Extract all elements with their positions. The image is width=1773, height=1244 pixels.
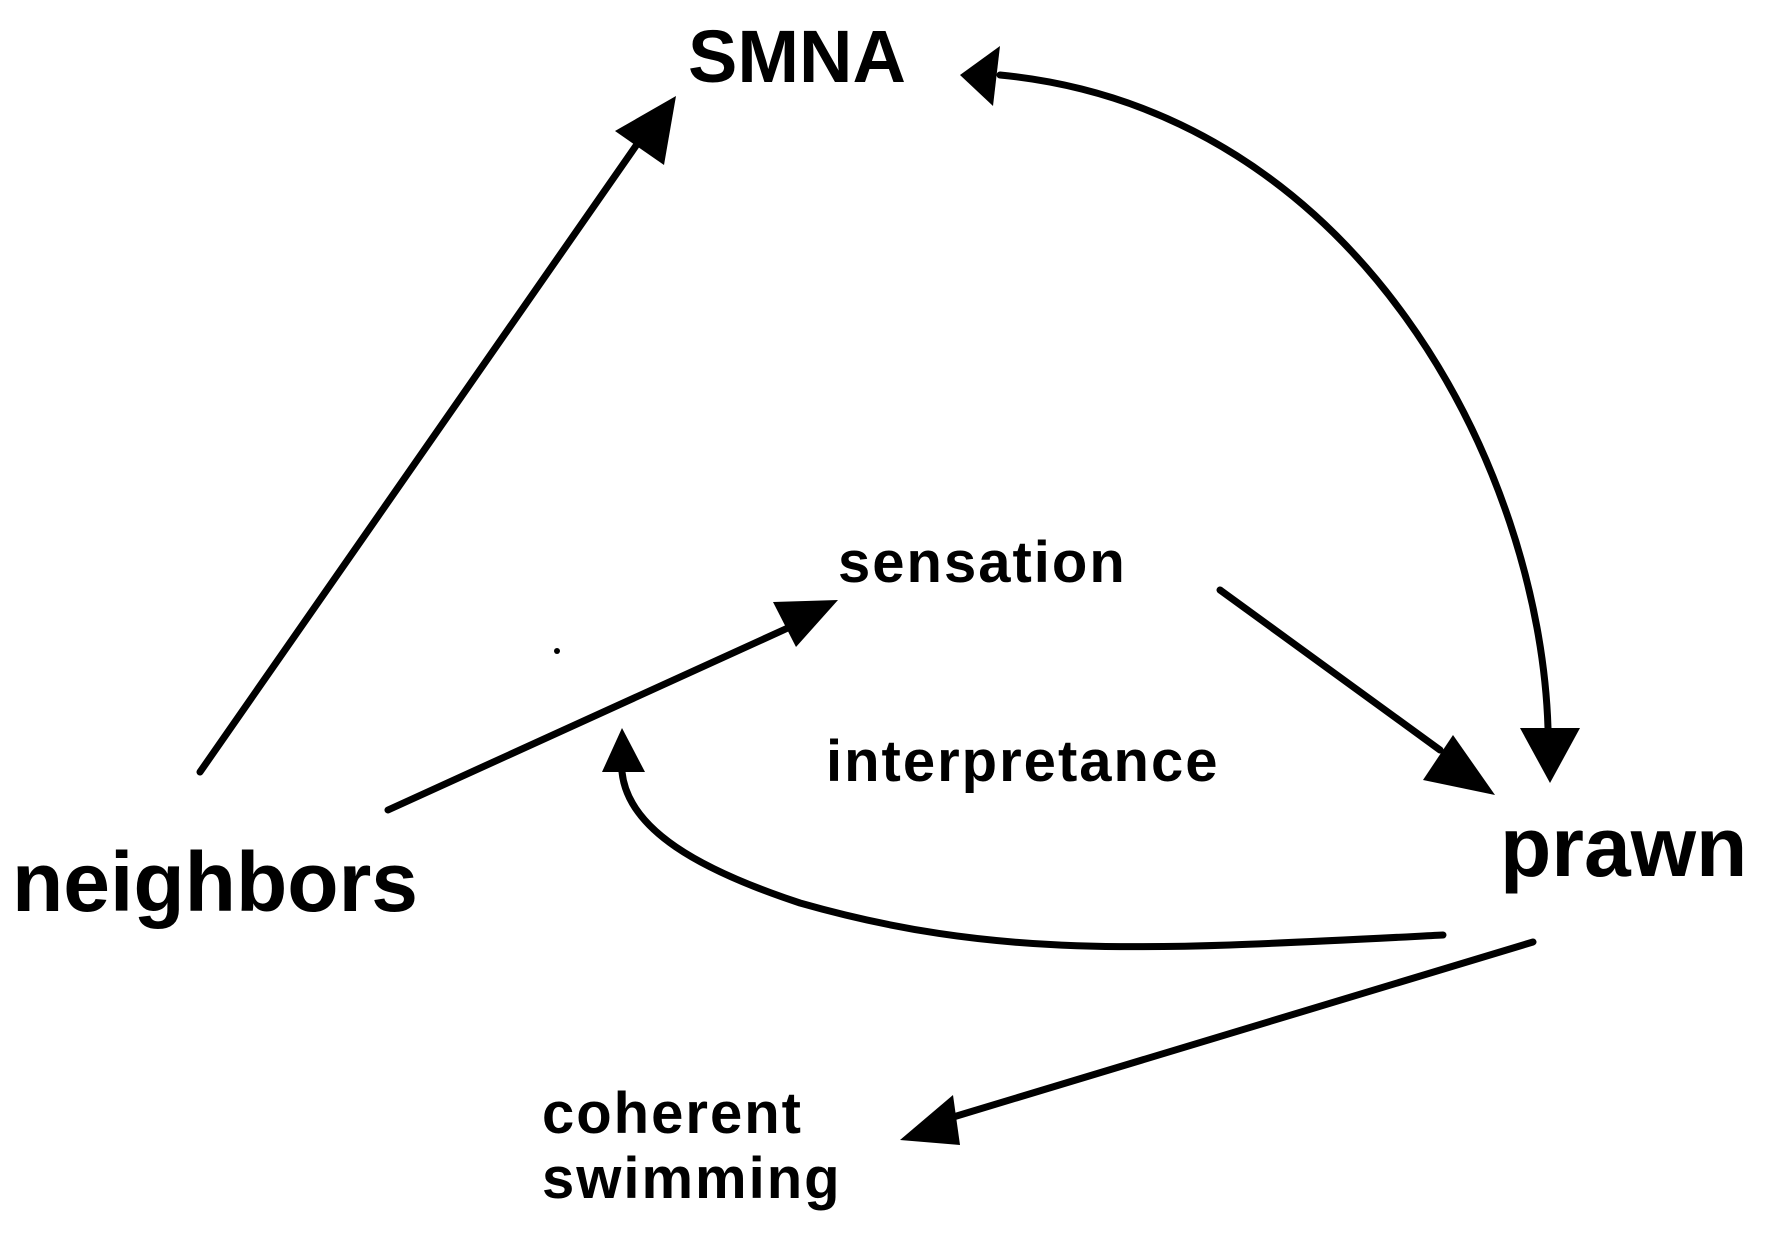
stray-dot [554,648,560,654]
arrowhead-coherent-swimming [900,1095,960,1145]
node-sensation: sensation [838,530,1127,595]
arrowhead-sensation [773,600,838,647]
node-interpretance: interpretance [826,729,1220,794]
arrowhead-feedback [602,728,645,772]
node-coherent-swimming-line1: coherent [542,1081,803,1146]
node-prawn: prawn [1500,800,1748,894]
edge-neighbors-to-sensation [384,600,838,814]
node-smna: SMNA [688,15,906,98]
edge-smna-prawn-bidirectional [960,46,1580,783]
node-neighbors: neighbors [12,835,419,929]
arrowhead-prawn-from-sensation [1423,735,1495,795]
arrowhead-smna-from-prawn [960,46,1000,106]
edge-prawn-to-coherent-swimming [900,938,1537,1145]
arrowhead-smna [615,96,676,165]
edge-neighbors-to-smna [196,96,676,776]
arrowhead-prawn-from-smna [1520,728,1580,783]
edge-sensation-to-prawn [1216,586,1495,795]
node-coherent-swimming-line2: swimming [542,1146,842,1211]
edge-prawn-feedback [602,728,1447,951]
